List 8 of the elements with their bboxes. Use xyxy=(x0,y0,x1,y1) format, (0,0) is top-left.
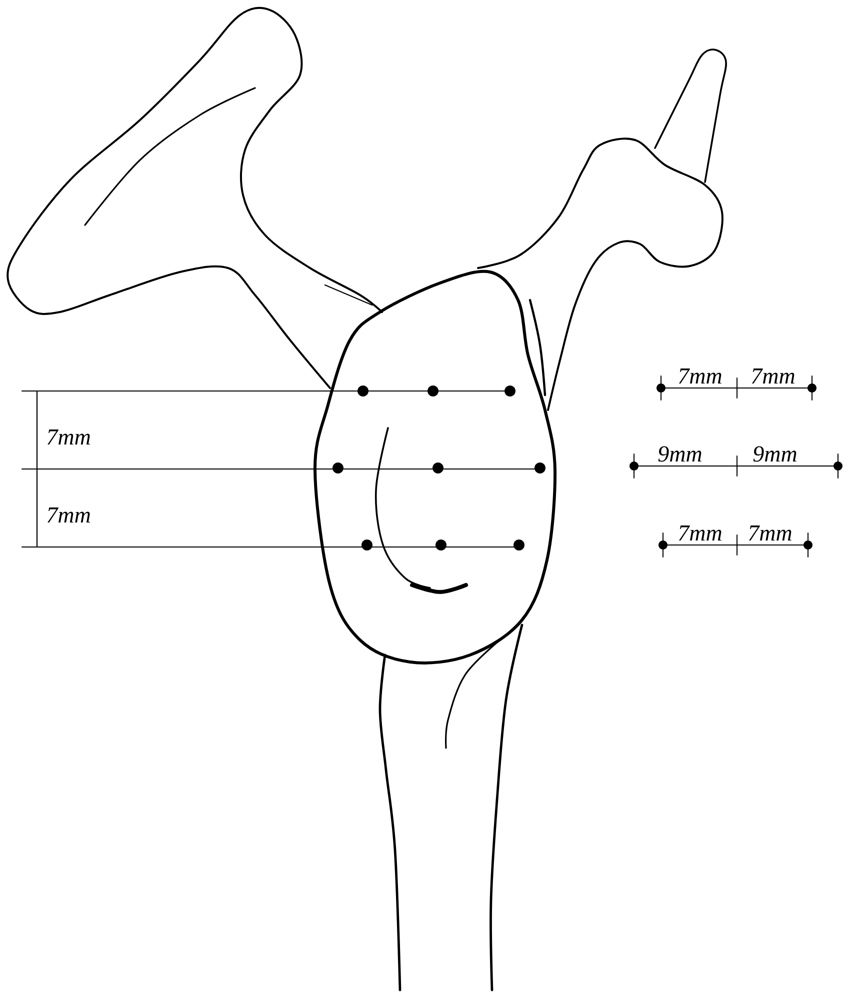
dimension-label: 7mm xyxy=(679,368,722,384)
dimension-label: 7mm xyxy=(48,429,90,445)
dimension-label: 7mm xyxy=(749,525,792,541)
dimension-label: 7mm xyxy=(48,507,90,523)
dimension-label: 9mm xyxy=(658,446,702,462)
dimension-label: 9mm xyxy=(753,446,796,462)
dimension-label: 7mm xyxy=(752,368,794,384)
dimension-label: 7mm xyxy=(679,525,722,541)
